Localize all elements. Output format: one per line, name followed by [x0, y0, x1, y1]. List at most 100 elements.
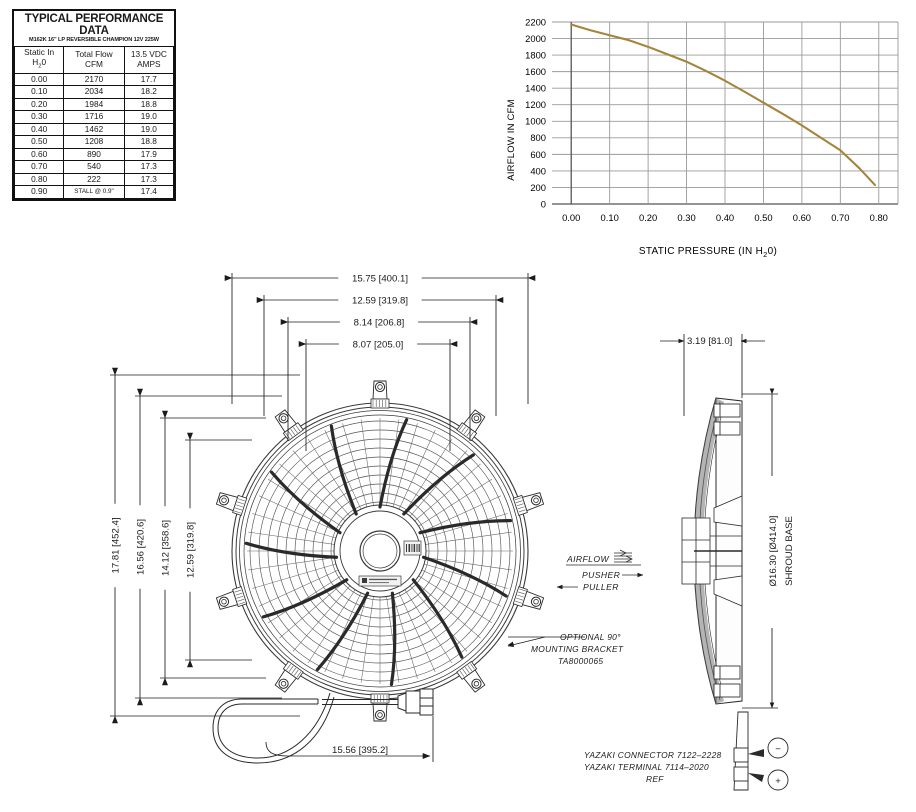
wire-harness [212, 692, 335, 764]
y-tick-label: 600 [530, 149, 546, 160]
x-tick-label: 0.30 [677, 212, 695, 223]
typical-performance-data-table: TYPICAL PERFORMANCE DATA M162K 16" LP RE… [12, 9, 176, 201]
cell-static: 0.10 [13, 85, 65, 99]
chart-x-axis-title: STATIC PRESSURE (IN H20) [639, 246, 777, 259]
cell-cfm: 1716 [63, 110, 125, 124]
side-view-mount-tabs [713, 403, 741, 698]
x-tick-label: 0.60 [793, 212, 811, 223]
cell-amps: 18.8 [123, 97, 175, 112]
table-row: 0.50 1208 18.8 [13, 135, 175, 149]
x-tick-label: 0.50 [754, 212, 772, 223]
connector-note-line-2: YAZAKI TERMINAL 7114–2020 [584, 762, 709, 772]
vertical-dimension-label: 17.81 [452.4] [111, 517, 122, 573]
puller-label: PULLER [583, 582, 619, 592]
thickness-dimension-label: 3.19 [81.0] [687, 336, 732, 347]
cell-static: 0.50 [13, 135, 65, 149]
cell-amps: 17.7 [123, 72, 175, 87]
cell-amps: 19.0 [123, 110, 175, 124]
motor-hub [333, 504, 427, 598]
table-row: 0.60 890 17.9 [13, 147, 175, 162]
horizontal-dimension-label: 8.07 [205.0] [353, 340, 404, 351]
chart-canvas: 0200400600800100012001400160018002000220… [506, 16, 899, 223]
cell-cfm: 540 [63, 160, 125, 174]
x-tick-label: 0.40 [716, 212, 734, 223]
y-tick-label: 2200 [525, 16, 546, 27]
mounting-bracket [456, 660, 486, 693]
vertical-dimension-group [110, 367, 300, 724]
horizontal-dimension-label: 8.14 [206.8] [354, 318, 405, 329]
y-tick-label: 400 [530, 165, 546, 176]
positive-terminal-label: + [775, 776, 781, 787]
bracket-note-line-1: OPTIONAL 90° [560, 632, 621, 642]
x-tick-label: 0.10 [601, 212, 619, 223]
hub-barcode-plate [403, 540, 422, 556]
x-tick-label: 0.80 [870, 212, 888, 223]
table-row: 0.00 2170 17.7 [13, 72, 175, 87]
cell-static: 0.00 [13, 72, 65, 87]
y-tick-label: 1000 [525, 116, 546, 127]
x-tick-label: 0.20 [639, 212, 657, 223]
table-title: TYPICAL PERFORMANCE DATA [24, 13, 164, 37]
cell-cfm: 1208 [63, 135, 125, 149]
mounting-bracket [215, 586, 248, 610]
y-tick-label: 200 [530, 182, 546, 193]
mounting-brackets [215, 380, 545, 722]
cell-amps: 17.9 [123, 147, 175, 162]
vertical-dimension-label: 16.56 [420.6] [136, 519, 147, 575]
airflow-curve [570, 23, 876, 187]
horizontal-dimension-label: 12.59 [319.8] [352, 296, 408, 307]
vertical-dimension-label: 14.12 [358.6] [161, 520, 172, 576]
side-view-shroud-profile [681, 397, 743, 705]
chart-y-axis-title: AIRFLOW IN CFM [506, 99, 517, 180]
airflow-direction-note: AIRFLOW PUSHER PULLER [556, 549, 644, 592]
table-row: 0.90 STALL @ 0.9" 17.4 [13, 185, 175, 199]
horizontal-dimension-label: 15.75 [400.1] [352, 274, 408, 285]
chart-x-tick-labels: 0.00 0.10 0.20 0.30 0.40 0.50 0.60 0.70 0.80 [562, 212, 888, 223]
table-row: 0.20 1984 18.8 [13, 97, 175, 112]
chart-gridlines [552, 21, 899, 205]
y-tick-label: 1800 [525, 49, 546, 60]
cell-amps: 19.0 [123, 122, 175, 137]
guard-radial-wires [247, 418, 513, 684]
table-row: 0.70 540 17.3 [13, 160, 175, 174]
mounting-bracket [512, 586, 545, 610]
table-row: 0.40 1462 19.0 [13, 122, 175, 137]
connector-note-line-3: REF [646, 774, 664, 784]
horizontal-dimension-labels: 15.75 [400.1] 12.59 [319.8] 8.14 [206.8] 8.… [352, 274, 408, 351]
cell-cfm: 2170 [63, 72, 125, 87]
vertical-dimension-labels: 17.81 [452.4]16.56 [420.6]14.12 [358.6]1… [111, 517, 197, 578]
bracket-note-leader [507, 636, 585, 647]
airflow-stream-icon [614, 549, 633, 563]
fan-blades [244, 418, 513, 687]
cell-static: 0.80 [13, 172, 65, 187]
x-tick-label: 0.70 [831, 212, 849, 223]
shroud-shaded-band [694, 398, 724, 704]
airflow-label: AIRFLOW [566, 554, 609, 564]
cell-cfm: 890 [63, 147, 125, 162]
connector-body [322, 688, 434, 716]
x-tick-label: 0.00 [562, 212, 580, 223]
cell-static: 0.70 [13, 160, 65, 174]
bracket-note-line-3: TA8000065 [558, 656, 603, 666]
mounting-bracket [456, 409, 486, 442]
diameter-dimension-label: Ø16.30 [Ø414.0] [768, 516, 779, 587]
mounting-bracket [215, 492, 248, 516]
pusher-label: PUSHER [582, 570, 620, 580]
cell-static: 0.40 [13, 122, 65, 137]
mounting-bracket [512, 492, 545, 516]
table-title-cell: TYPICAL PERFORMANCE DATA M162K 16" LP RE… [14, 11, 174, 47]
cell-static: 0.90 [13, 185, 65, 199]
y-tick-label: 0 [541, 198, 546, 209]
cell-cfm: 1984 [63, 97, 125, 112]
cell-amps: 17.3 [123, 160, 175, 174]
cell-amps: 18.8 [123, 135, 175, 149]
negative-terminal-label: − [775, 744, 781, 755]
hub-nameplate [358, 575, 402, 587]
drawing-canvas: 15.75 [400.1] 12.59 [319.8] 8.14 [206.8] 8.… [110, 273, 795, 791]
cell-amps: 17.3 [123, 172, 175, 187]
cell-cfm: 222 [63, 172, 125, 187]
